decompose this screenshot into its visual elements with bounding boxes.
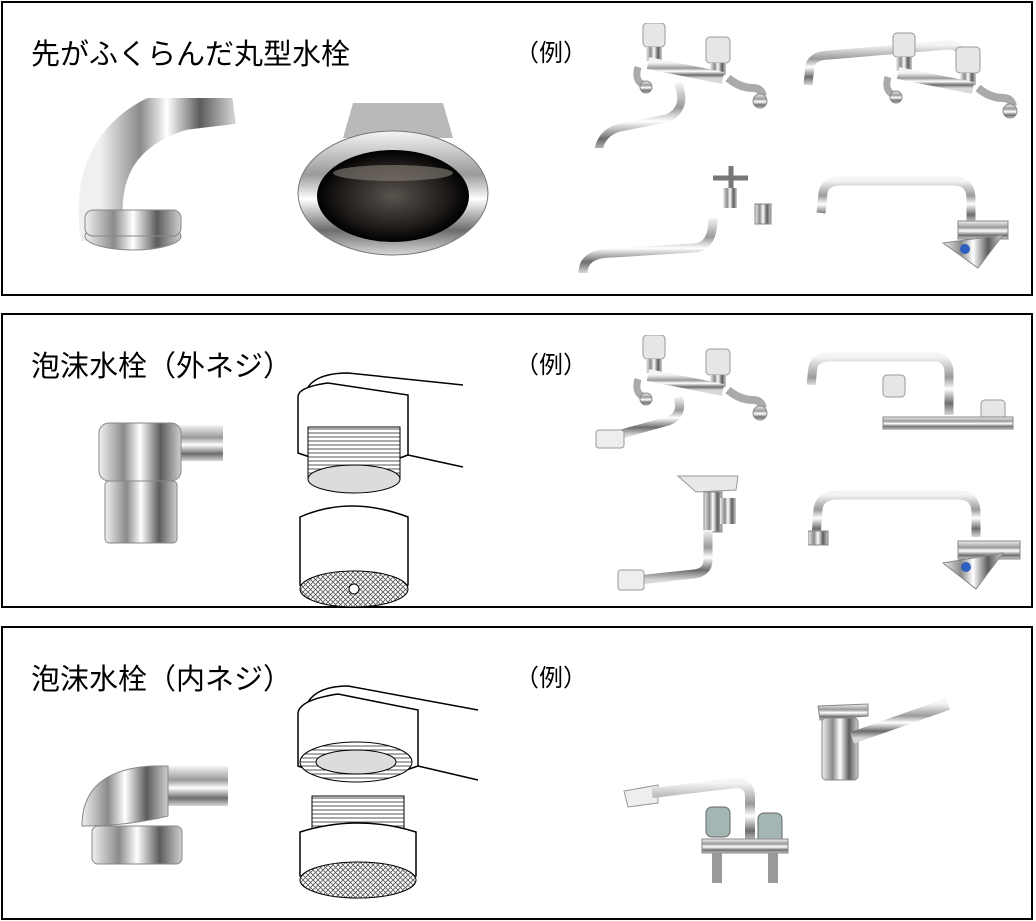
example-faucet-1 bbox=[595, 335, 778, 449]
example-label: （例） bbox=[515, 664, 587, 692]
panel-title: 泡沫水栓（外ネジ） bbox=[31, 349, 293, 383]
aerator-inner-photo bbox=[81, 765, 228, 865]
round-spout-photo bbox=[78, 98, 236, 251]
example-label: （例） bbox=[515, 39, 587, 67]
panel-round-faucet: 先がふくらんだ丸型水栓 （例） bbox=[1, 1, 1033, 296]
aerator-outer-diagram bbox=[297, 372, 464, 607]
panel-title: 先がふくらんだ丸型水栓 bbox=[31, 37, 351, 71]
example-faucet-3 bbox=[578, 166, 772, 274]
example-faucet-1 bbox=[817, 698, 951, 781]
example-faucet-3 bbox=[617, 475, 739, 591]
example-faucet-2 bbox=[803, 25, 1018, 150]
example-faucet-4 bbox=[808, 490, 1021, 590]
panel-aerator-outer-thread: 泡沫水栓（外ネジ） （例） bbox=[1, 313, 1033, 608]
example-faucet-4 bbox=[816, 176, 1009, 269]
panel-aerator-inner-thread: 泡沫水栓（内ネジ） （例） bbox=[1, 626, 1033, 920]
example-faucet-2 bbox=[623, 777, 789, 883]
example-label: （例） bbox=[515, 351, 587, 379]
aerator-inner-diagram bbox=[297, 685, 479, 899]
example-faucet-2 bbox=[806, 352, 1014, 430]
example-faucet-1 bbox=[594, 23, 778, 148]
aerator-outer-photo bbox=[98, 422, 223, 544]
panel-title: 泡沫水栓（内ネジ） bbox=[31, 662, 293, 696]
round-nozzle-closeup-photo bbox=[297, 103, 489, 256]
